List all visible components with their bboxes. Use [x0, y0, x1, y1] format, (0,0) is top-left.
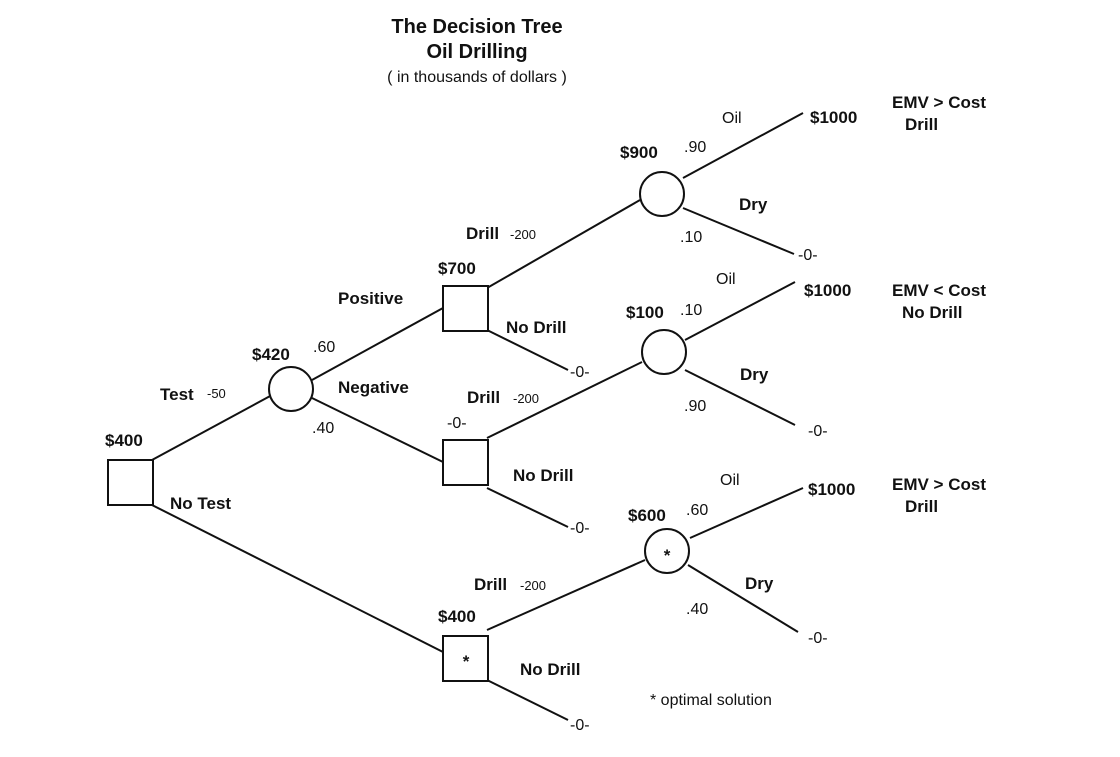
- top-oil-prob: .90: [684, 139, 706, 156]
- top-note-line2: Drill: [905, 115, 938, 134]
- test-chance-value: $420: [252, 345, 290, 364]
- negative-drill-cost: -200: [513, 391, 539, 406]
- bot-note-line1: EMV > Cost: [892, 475, 986, 494]
- chance-node-bot: [644, 528, 690, 574]
- branch-positive-drill: [486, 199, 641, 289]
- units-note: ( in thousands of dollars ): [387, 69, 567, 86]
- decision-node-negative: [442, 439, 489, 486]
- positive-prob: .60: [313, 339, 335, 356]
- mid-dry-prob: .90: [684, 398, 706, 415]
- branch-mid-dry: [684, 369, 796, 426]
- bot-dry-label: Dry: [745, 574, 774, 593]
- mid-dry-payoff: -0-: [808, 423, 828, 440]
- branch-notest-no-drill: [486, 679, 569, 721]
- notest-no-drill-payoff: -0-: [570, 717, 590, 734]
- chance-node-test: [268, 366, 314, 412]
- branch-top-oil: [682, 112, 804, 179]
- decision-node-positive: [442, 285, 489, 332]
- branch-positive: [311, 307, 444, 381]
- top-dry-prob: .10: [680, 229, 702, 246]
- notest-decision-value: $400: [438, 607, 476, 626]
- decision-node-root: [107, 459, 154, 506]
- branch-positive-no-drill: [486, 329, 569, 371]
- positive-no-drill-label: No Drill: [506, 318, 566, 337]
- bot-chance-value: $600: [628, 506, 666, 525]
- top-dry-payoff: -0-: [798, 247, 818, 264]
- root-value: $400: [105, 431, 143, 450]
- no-test-label: No Test: [170, 494, 231, 513]
- negative-label: Negative: [338, 378, 409, 397]
- branch-mid-oil: [684, 281, 796, 341]
- negative-no-drill-label: No Drill: [513, 466, 573, 485]
- top-chance-value: $900: [620, 143, 658, 162]
- optimal-marker-bot: *: [664, 546, 671, 565]
- negative-prob: .40: [312, 420, 334, 437]
- diagram-title: The Decision Tree: [391, 16, 562, 38]
- chance-node-mid: [641, 329, 687, 375]
- mid-dry-label: Dry: [740, 365, 769, 384]
- bot-note-line2: Drill: [905, 497, 938, 516]
- branch-negative-drill: [486, 361, 643, 439]
- legend-optimal-solution: * optimal solution: [650, 692, 772, 709]
- negative-drill-label: Drill: [467, 388, 500, 407]
- notest-no-drill-label: No Drill: [520, 660, 580, 679]
- branch-test: [151, 394, 273, 461]
- mid-oil-payoff: $1000: [804, 281, 851, 300]
- top-dry-label: Dry: [739, 195, 768, 214]
- bot-oil-prob: .60: [686, 502, 708, 519]
- test-cost: -50: [207, 386, 226, 401]
- positive-decision-value: $700: [438, 259, 476, 278]
- mid-oil-prob: .10: [680, 302, 702, 319]
- positive-no-drill-payoff: -0-: [570, 364, 590, 381]
- positive-drill-cost: -200: [510, 227, 536, 242]
- branch-no-test: [151, 504, 444, 653]
- optimal-marker-notest: *: [463, 652, 470, 671]
- positive-drill-label: Drill: [466, 224, 499, 243]
- bot-oil-label: Oil: [720, 472, 740, 489]
- mid-oil-label: Oil: [716, 271, 736, 288]
- notest-drill-label: Drill: [474, 575, 507, 594]
- branch-top-dry: [682, 207, 795, 255]
- top-oil-label: Oil: [722, 110, 742, 127]
- branch-negative-no-drill: [486, 487, 569, 528]
- bot-dry-prob: .40: [686, 601, 708, 618]
- positive-label: Positive: [338, 289, 403, 308]
- branch-bot-oil: [689, 487, 804, 539]
- branch-bot-dry: [687, 564, 799, 633]
- mid-chance-value: $100: [626, 303, 664, 322]
- test-label: Test: [160, 385, 194, 404]
- decision-node-notest: [442, 635, 489, 682]
- bot-oil-payoff: $1000: [808, 480, 855, 499]
- branch-negative: [311, 397, 444, 463]
- negative-no-drill-payoff: -0-: [570, 520, 590, 537]
- mid-note-line1: EMV < Cost: [892, 281, 986, 300]
- mid-note-line2: No Drill: [902, 303, 962, 322]
- negative-decision-value: -0-: [447, 415, 467, 432]
- chance-node-top: [639, 171, 685, 217]
- bot-dry-payoff: -0-: [808, 630, 828, 647]
- branch-notest-drill: [486, 559, 646, 631]
- diagram-subtitle: Oil Drilling: [426, 41, 527, 63]
- top-note-line1: EMV > Cost: [892, 93, 986, 112]
- top-oil-payoff: $1000: [810, 108, 857, 127]
- notest-drill-cost: -200: [520, 578, 546, 593]
